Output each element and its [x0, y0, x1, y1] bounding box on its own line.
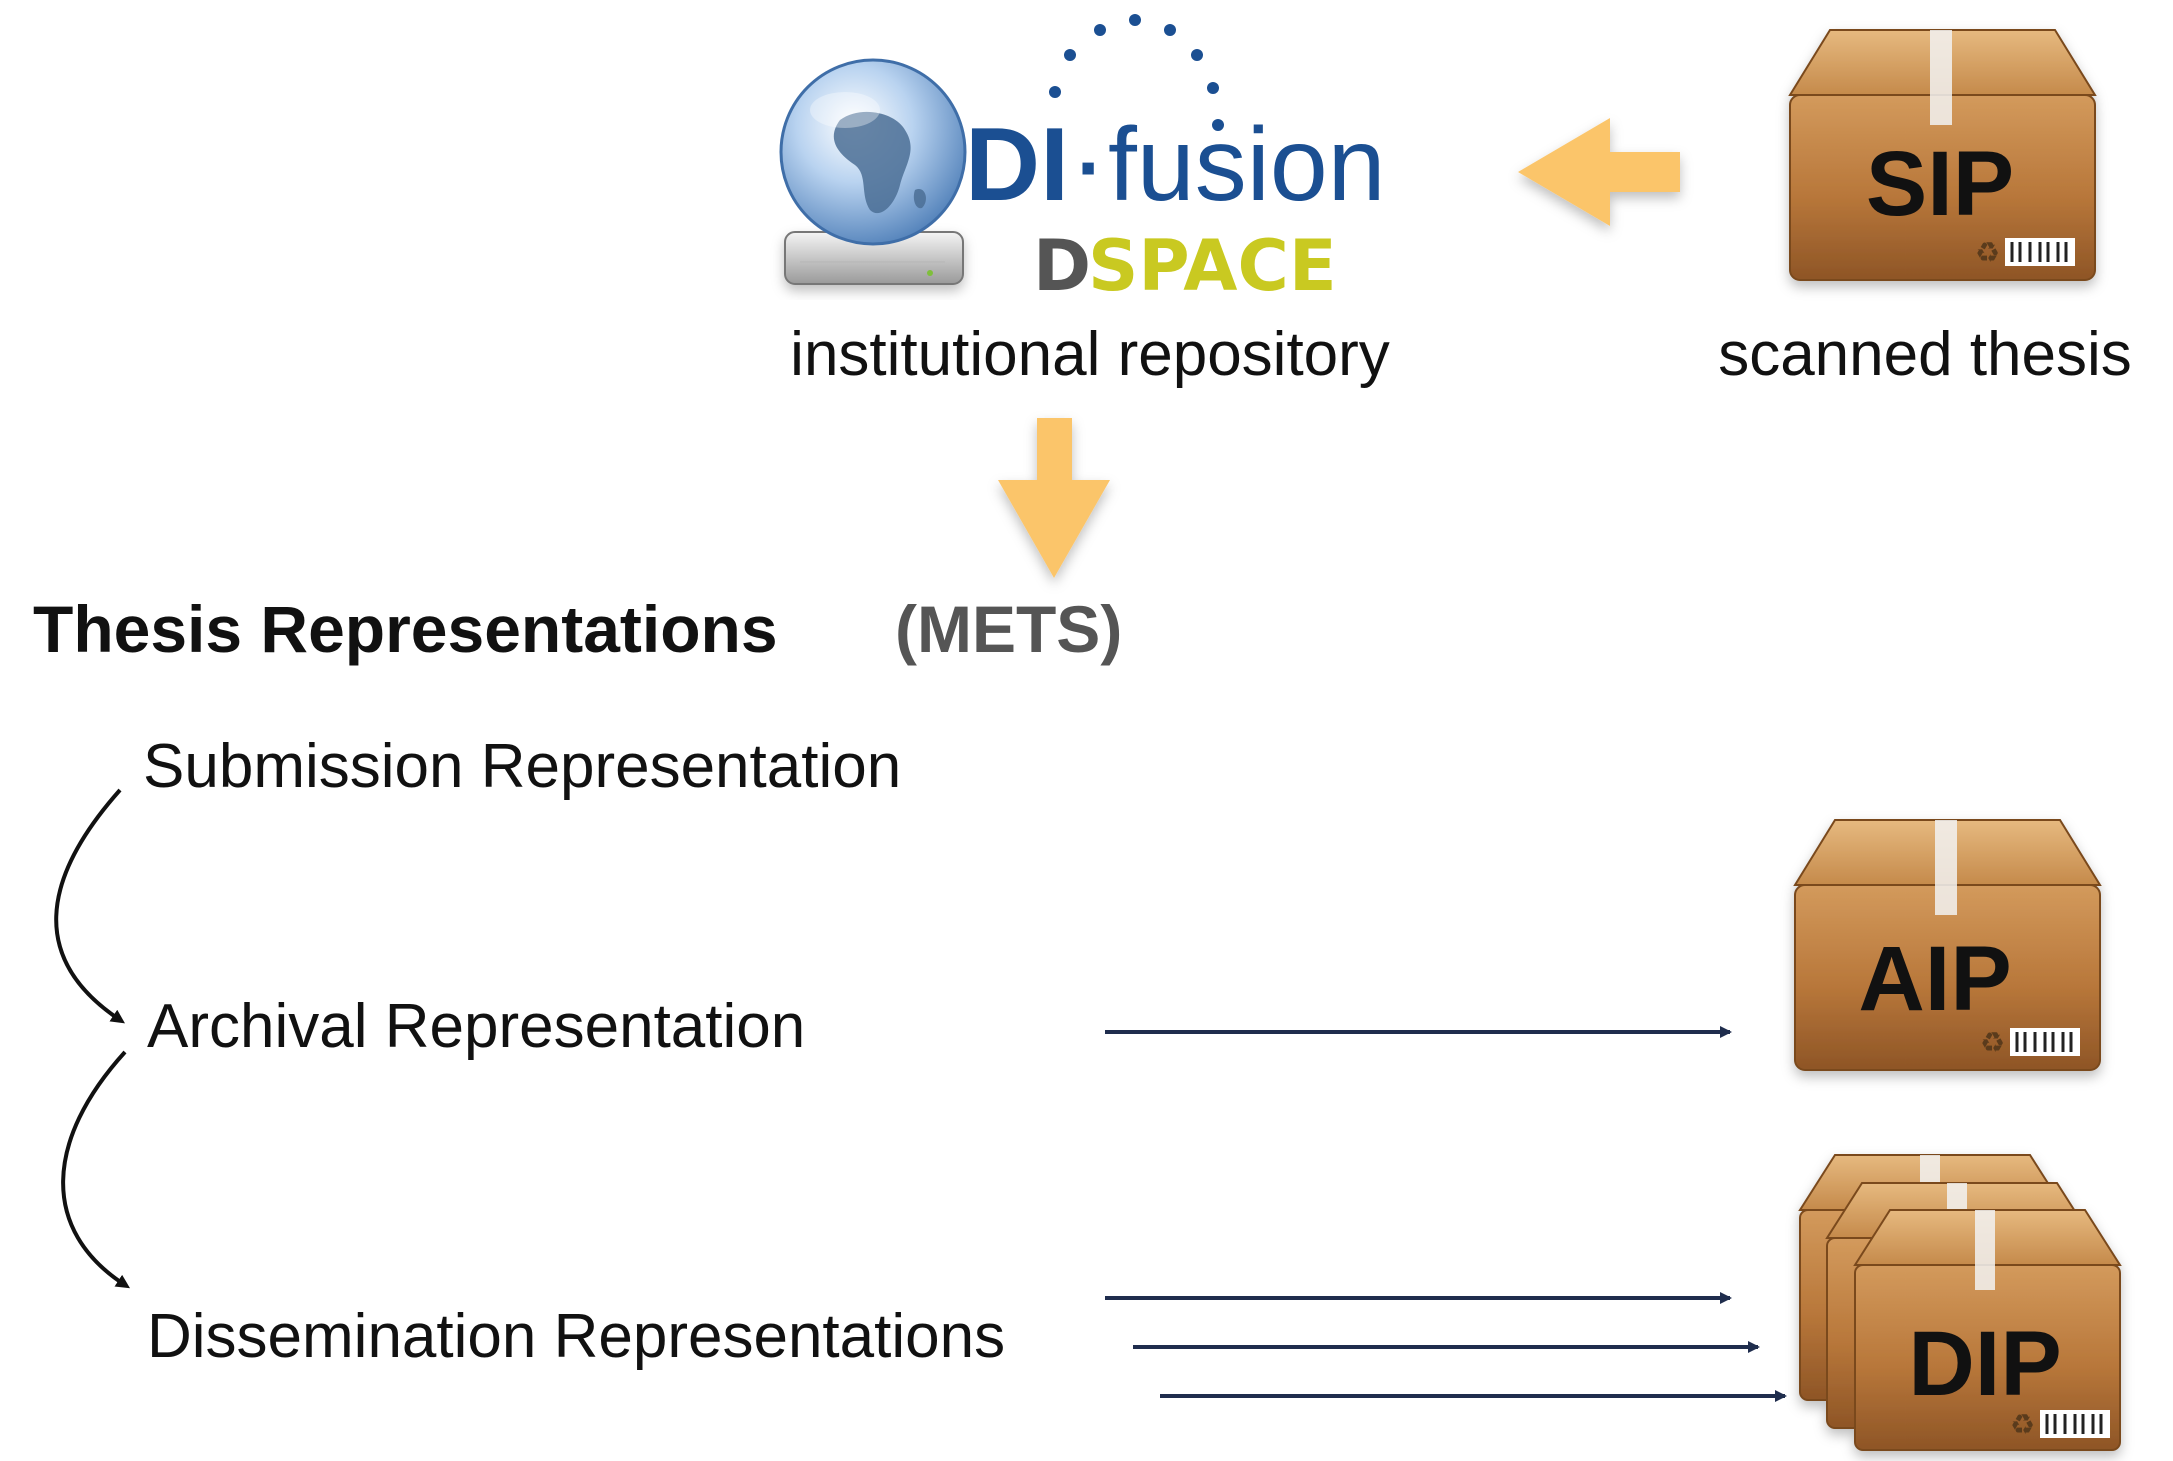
mets-label: (METS) [895, 592, 1122, 666]
sip-caption: scanned thesis [1718, 320, 2132, 389]
cardboard-box-icon: ♻ [1788, 29, 2097, 281]
cardboard-box-icon: ♻ [1793, 819, 2102, 1071]
arrow-icon [1518, 118, 1680, 226]
repository-caption: institutional repository [790, 320, 1390, 389]
logo-name-fusion: fusion [1108, 107, 1386, 223]
submission-representation: Submission Representation [143, 732, 901, 801]
representations-heading: Thesis Representations [33, 592, 778, 666]
logo-name-dot: · [1077, 123, 1104, 212]
svg-text:♻: ♻ [2010, 1408, 2035, 1441]
cardboard-box-icon: ♻ [1798, 1154, 2122, 1451]
sip-label: SIP [1866, 133, 2014, 235]
globe-icon [779, 58, 967, 246]
aip-label: AIP [1858, 928, 2011, 1030]
svg-text:♻: ♻ [1980, 1026, 2005, 1059]
svg-text:♻: ♻ [1975, 236, 2000, 269]
dip-label: DIP [1908, 1313, 2061, 1415]
archival-representation: Archival Representation [147, 992, 805, 1061]
sip-package: ♻ SIP [1788, 29, 2097, 281]
archival-to-dissemination-arrow [61, 1050, 131, 1289]
dip-package: ♻ DIP [1798, 1154, 2122, 1451]
logo-dots [1049, 14, 1224, 131]
aip-package: ♻ AIP [1793, 819, 2102, 1071]
repository-logo: DI · fusion D SPACE [779, 14, 1386, 307]
logo-name-di: DI [965, 107, 1069, 223]
logo-dspace-space: SPACE [1088, 225, 1337, 307]
submission-to-archival-arrow [54, 788, 125, 1024]
down-arrow-icon [998, 418, 1110, 578]
dissemination-representations: Dissemination Representations [147, 1302, 1005, 1371]
logo-dspace-d: D [1033, 225, 1091, 307]
